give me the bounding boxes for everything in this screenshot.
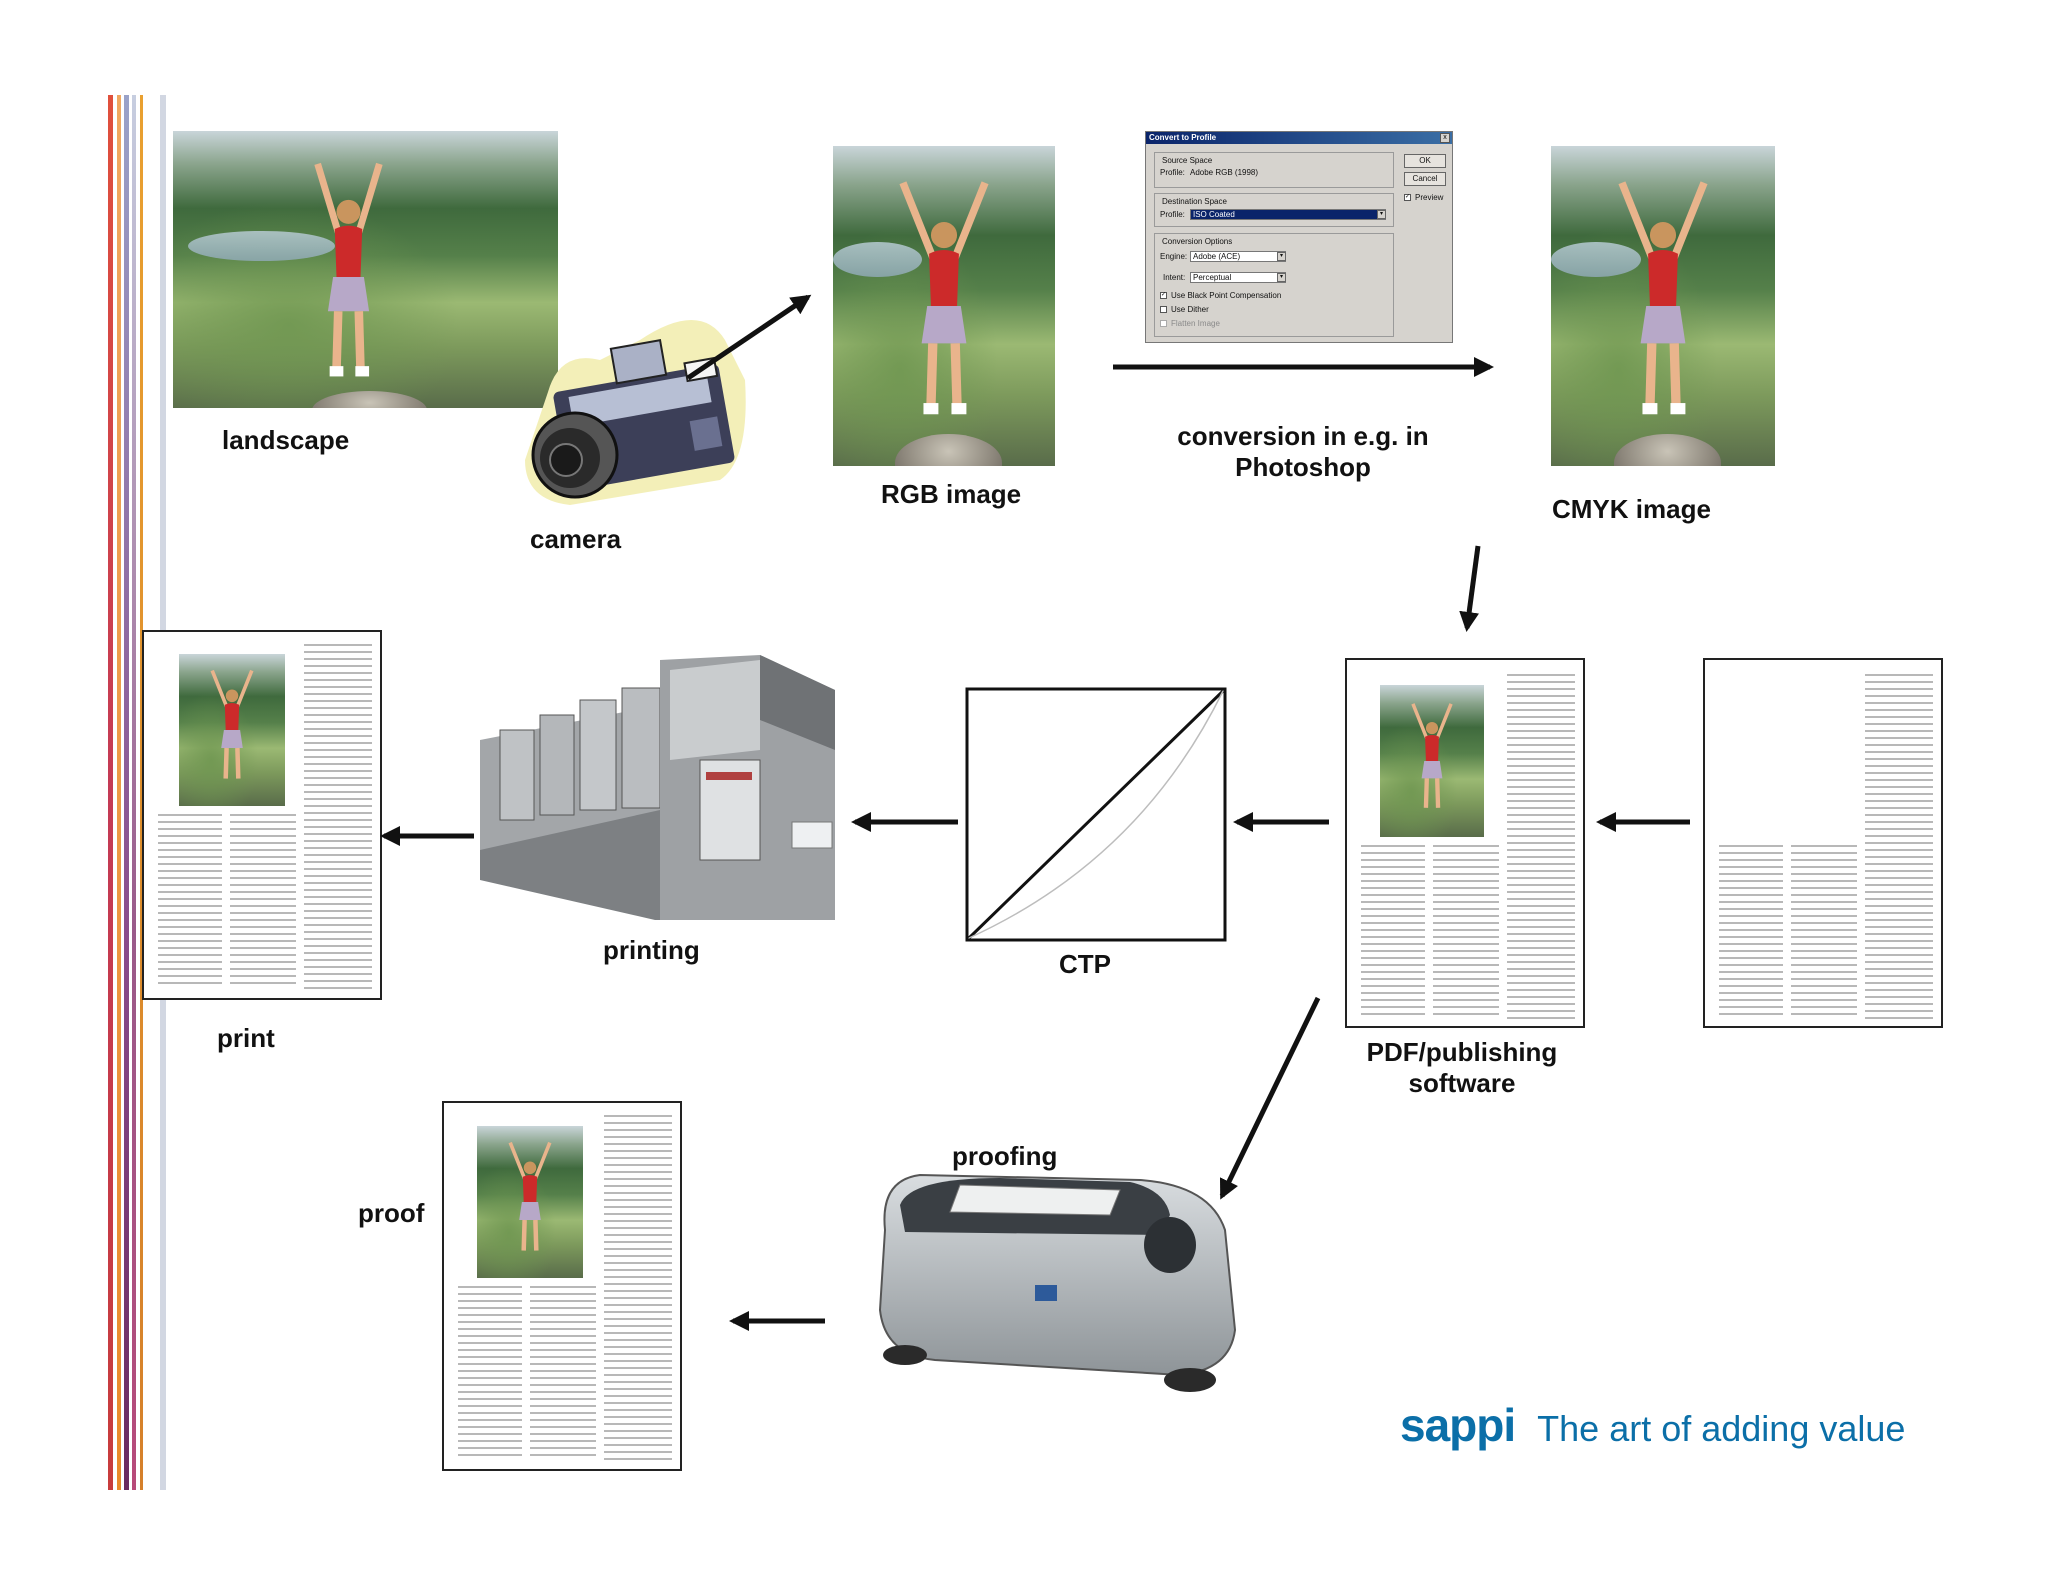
- black-point-label: Use Black Point Compensation: [1171, 291, 1282, 300]
- pdf-document: [1345, 658, 1585, 1028]
- cancel-button[interactable]: Cancel: [1404, 172, 1446, 186]
- preview-checkbox[interactable]: ✓: [1404, 194, 1411, 201]
- dither-label: Use Dither: [1171, 305, 1209, 314]
- source-space-group: [1154, 152, 1394, 188]
- engine-select[interactable]: Adobe (ACE): [1190, 251, 1286, 262]
- convert-to-profile-dialog: Convert to Profile x Source Space Profil…: [1145, 131, 1453, 343]
- proofing-label: proofing: [952, 1141, 1058, 1171]
- landscape-label: landscape: [222, 425, 350, 455]
- person-figure: [314, 162, 383, 377]
- destination-space-group: [1154, 193, 1394, 227]
- cmyk-image-photo: [1551, 146, 1775, 466]
- close-icon[interactable]: x: [1440, 133, 1450, 143]
- landscape-photo: [173, 131, 558, 408]
- rgb-image-label: RGB image: [881, 479, 1022, 509]
- intent-select[interactable]: Perceptual: [1190, 272, 1286, 283]
- dither-checkbox[interactable]: [1160, 306, 1167, 313]
- printing-label: printing: [603, 935, 700, 965]
- conversion-label-line1: conversion in e.g. in: [1177, 421, 1429, 451]
- conversion-options-group: [1154, 233, 1394, 337]
- flatten-label: Flatten Image: [1171, 319, 1220, 328]
- intent-label: Intent:: [1163, 273, 1186, 282]
- print-label: print: [217, 1023, 275, 1053]
- preview-label: Preview: [1415, 193, 1444, 202]
- brand-logo: sappi The art of adding value: [1400, 1398, 1905, 1452]
- ok-button[interactable]: OK: [1404, 154, 1446, 168]
- source-profile-value: Adobe RGB (1998): [1190, 168, 1259, 177]
- cmyk-image-label: CMYK image: [1552, 494, 1711, 524]
- proof-label: proof: [358, 1198, 425, 1228]
- destination-space-label: Destination Space: [1162, 197, 1227, 206]
- chevron-down-icon[interactable]: ▾: [1277, 252, 1286, 261]
- conversion-options-label: Conversion Options: [1162, 237, 1233, 246]
- black-point-checkbox[interactable]: ✓: [1160, 292, 1167, 299]
- camera-label: camera: [530, 524, 622, 554]
- flatten-checkbox[interactable]: [1160, 320, 1167, 327]
- brand-name: sappi: [1400, 1399, 1516, 1451]
- ctp-label: CTP: [1059, 949, 1111, 979]
- rgb-image-photo: [833, 146, 1055, 466]
- print-document: [142, 630, 382, 1000]
- destination-profile-label: Profile:: [1160, 210, 1185, 219]
- chevron-down-icon[interactable]: ▾: [1377, 210, 1386, 219]
- pdf-label-line1: PDF/publishing: [1366, 1037, 1558, 1067]
- chevron-down-icon[interactable]: ▾: [1277, 273, 1286, 282]
- destination-profile-select[interactable]: ISO Coated: [1190, 209, 1386, 220]
- engine-label: Engine:: [1160, 252, 1188, 261]
- source-profile-label: Profile:: [1160, 168, 1185, 177]
- conversion-label-line2: Photoshop: [1235, 452, 1371, 482]
- dialog-title: Convert to Profile: [1146, 132, 1452, 144]
- proof-document: [442, 1101, 682, 1471]
- brand-tagline: The art of adding value: [1537, 1408, 1906, 1449]
- text-document: [1703, 658, 1943, 1028]
- pdf-label-line2: software: [1408, 1068, 1516, 1098]
- source-space-label: Source Space: [1162, 156, 1213, 165]
